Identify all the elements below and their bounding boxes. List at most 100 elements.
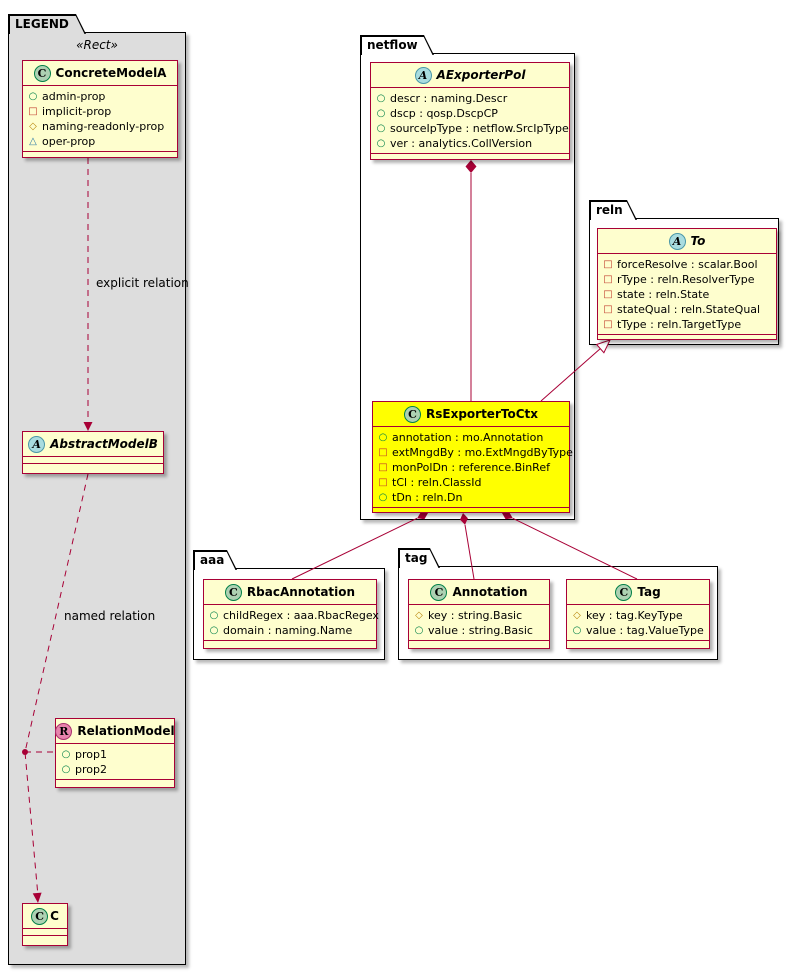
class-annotation: C Annotation key : string.Basic value : …: [408, 579, 550, 649]
legend-stereotype: «Rect»: [76, 38, 118, 52]
package-legend-body: [8, 32, 186, 965]
visibility-icon: [414, 623, 424, 638]
class-properties: annotation : mo.Annotation extMngdBy : m…: [373, 426, 573, 507]
property-label: childRegex : aaa.RbacRegex: [223, 608, 379, 622]
class-spot-icon: A: [414, 66, 432, 84]
visibility-icon: [209, 623, 219, 638]
property-label: prop2: [75, 762, 107, 776]
package-aaa-tab: aaa: [193, 550, 237, 570]
class-header: C ConcreteModelA: [23, 61, 177, 85]
visibility-icon: [378, 445, 388, 460]
visibility-icon: [572, 623, 582, 638]
property-label: admin-prop: [42, 89, 106, 103]
class-empty-section: [23, 456, 163, 463]
property-label: tType : reln.TargetType: [617, 317, 742, 331]
named-relation-label: named relation: [64, 609, 156, 623]
class-spot-icon: C: [31, 907, 49, 925]
class-concrete-model-a: C ConcreteModelA admin-prop implicit-pro…: [22, 60, 178, 158]
class-spot-icon: C: [33, 64, 51, 82]
property-row: stateQual : reln.StateQual: [603, 302, 771, 317]
visibility-icon: [378, 475, 388, 490]
property-label: ver : analytics.CollVersion: [390, 136, 533, 150]
property-label: naming-readonly-prop: [42, 119, 165, 133]
property-label: sourceIpType : netflow.SrcIpType: [390, 121, 569, 135]
class-abstract-model-b: A AbstractModelB: [22, 431, 164, 474]
class-footer: [567, 640, 709, 648]
class-to: A To forceResolve : scalar.Bool rType : …: [597, 228, 777, 340]
property-row: sourceIpType : netflow.SrcIpType: [376, 121, 569, 136]
visibility-icon: [378, 430, 388, 445]
tab-fill: [362, 37, 433, 56]
visibility-icon: [414, 608, 424, 623]
visibility-icon: [376, 121, 386, 136]
class-name: ConcreteModelA: [55, 66, 167, 80]
class-spot-icon: C: [404, 405, 421, 423]
property-row: extMngdBy : mo.ExtMngdByType: [378, 445, 573, 460]
class-footer: [204, 640, 376, 648]
visibility-icon: [603, 257, 613, 272]
property-row: prop1: [61, 747, 169, 762]
class-name: AbstractModelB: [50, 437, 158, 451]
package-reln-label: reln: [596, 202, 623, 217]
class-spot-icon: C: [615, 583, 633, 601]
property-label: descr : naming.Descr: [390, 91, 508, 105]
property-label: forceResolve : scalar.Bool: [617, 257, 758, 271]
property-row: state : reln.State: [603, 287, 771, 302]
class-header: C Tag: [567, 580, 709, 604]
visibility-icon: [61, 762, 71, 777]
visibility-icon: [28, 119, 38, 134]
class-properties: key : tag.KeyType value : tag.ValueType: [567, 604, 709, 640]
property-row: tDn : reln.Dn: [378, 490, 564, 505]
package-legend-tab: LEGEND: [8, 14, 86, 34]
package-reln-tab: reln: [589, 200, 637, 220]
class-name: RelationModel: [77, 724, 175, 738]
class-spot-icon: C: [224, 583, 242, 601]
property-row: tCl : reln.ClassId: [378, 475, 564, 490]
package-legend-label: LEGEND: [15, 16, 69, 31]
visibility-icon: [28, 89, 38, 104]
class-header: C RsExporterToCtx: [373, 402, 569, 426]
class-properties: admin-prop implicit-prop naming-readonly…: [23, 85, 177, 151]
property-label: domain : naming.Name: [223, 623, 353, 637]
property-row: forceResolve : scalar.Bool: [603, 257, 771, 272]
property-label: extMngdBy : mo.ExtMngdByType: [392, 445, 573, 459]
class-name: AExporterPol: [436, 68, 526, 82]
package-netflow-label: netflow: [367, 37, 418, 52]
class-footer: [23, 935, 67, 945]
class-spot-icon: C: [430, 583, 448, 601]
tab-fill: [195, 552, 236, 571]
property-label: oper-prop: [42, 134, 96, 148]
class-properties: descr : naming.Descr dscp : qosp.DscpCP …: [371, 87, 569, 153]
property-label: tDn : reln.Dn: [392, 490, 463, 504]
property-row: value : string.Basic: [414, 623, 544, 638]
visibility-icon: [603, 287, 613, 302]
property-row: monPolDn : reference.BinRef: [378, 460, 564, 475]
tab-fill: [591, 202, 636, 221]
class-footer: [373, 507, 569, 513]
property-row: key : string.Basic: [414, 608, 544, 623]
class-footer: [23, 463, 163, 473]
tab-fill: [10, 16, 85, 35]
package-tag-label: tag: [405, 550, 428, 565]
visibility-icon: [61, 747, 71, 762]
class-footer: [371, 153, 569, 159]
package-aaa-label: aaa: [200, 552, 225, 567]
visibility-icon: [376, 136, 386, 151]
class-c: C C: [22, 903, 68, 946]
property-row: dscp : qosp.DscpCP: [376, 106, 564, 121]
class-spot-icon: A: [28, 435, 46, 453]
property-label: key : string.Basic: [428, 608, 523, 622]
class-footer: [23, 151, 177, 157]
property-row: ver : analytics.CollVersion: [376, 136, 564, 151]
class-name: Tag: [637, 585, 661, 599]
property-label: prop1: [75, 747, 107, 761]
class-name: C: [50, 909, 59, 923]
visibility-icon: [572, 608, 582, 623]
property-label: key : tag.KeyType: [586, 608, 683, 622]
class-header: A AbstractModelB: [23, 432, 163, 456]
property-row: tType : reln.TargetType: [603, 317, 771, 332]
class-footer: [409, 640, 549, 648]
class-header: C RbacAnnotation: [204, 580, 376, 604]
property-label: dscp : qosp.DscpCP: [390, 106, 498, 120]
